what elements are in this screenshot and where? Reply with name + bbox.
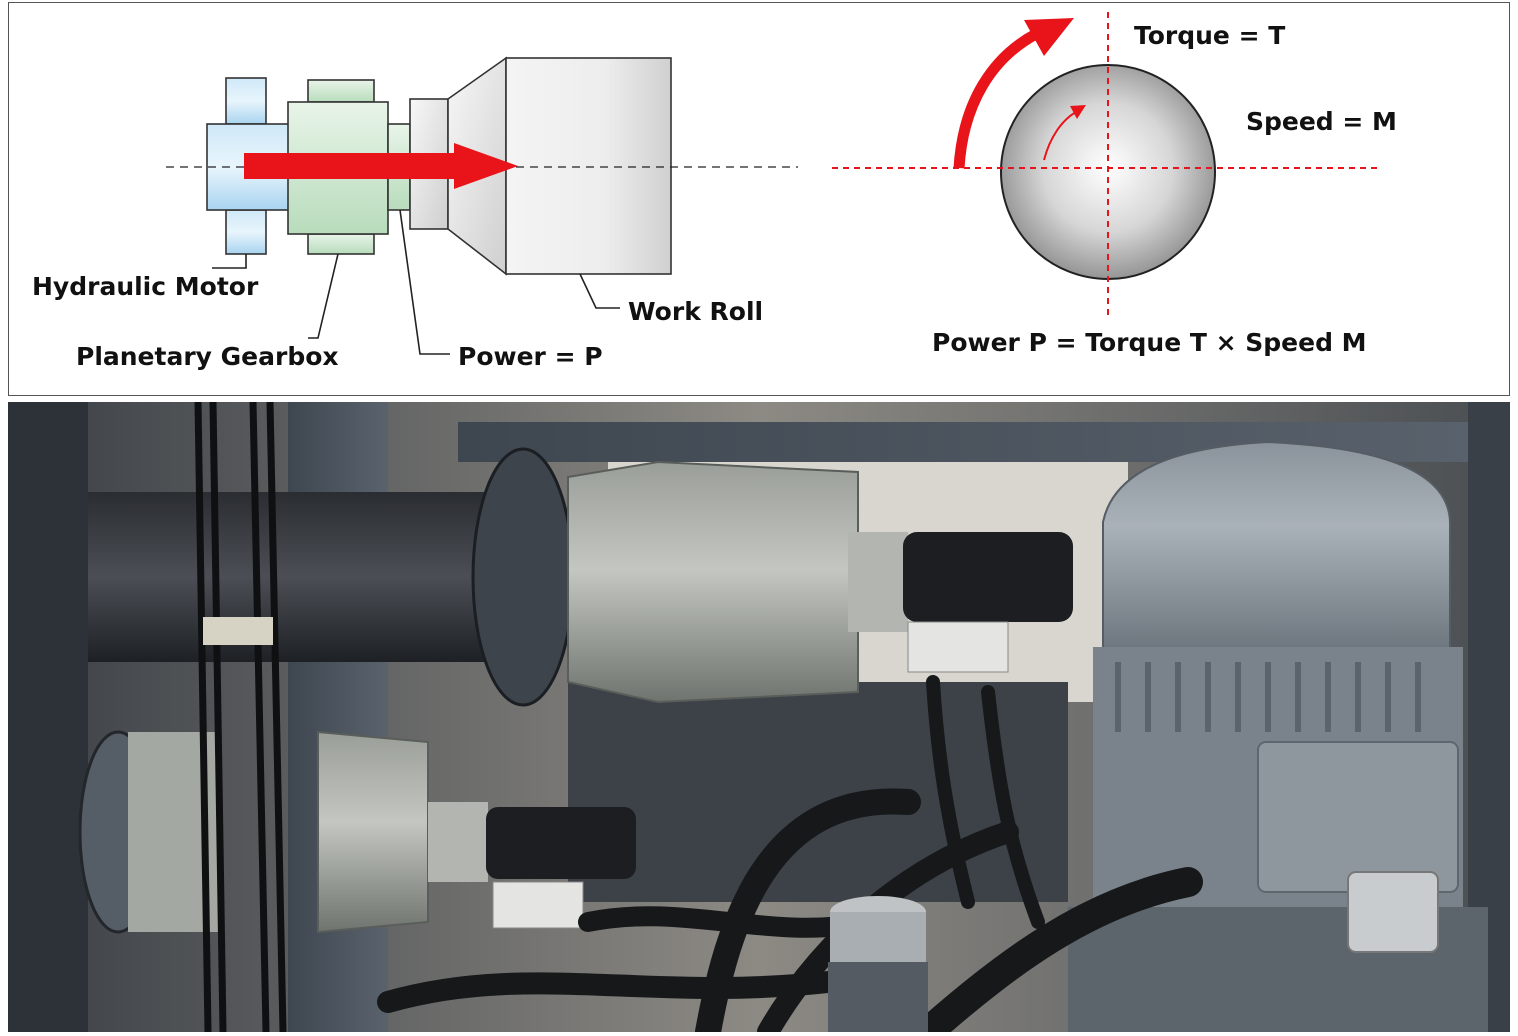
upper-large-flange xyxy=(471,447,575,707)
leader-hydraulic-motor xyxy=(212,254,247,269)
hydraulic-hoses xyxy=(377,675,1203,1032)
leader-power xyxy=(399,209,450,355)
label-planetary-gearbox: Planetary Gearbox xyxy=(76,342,339,371)
hydraulic-drive-photo xyxy=(8,402,1510,1032)
cable-bundle xyxy=(194,402,287,1032)
motor-top-lug xyxy=(225,77,267,125)
reservoir-cap-body xyxy=(830,912,926,967)
gearbox-top-lug xyxy=(307,79,375,103)
schematic-diagram: Hydraulic Motor Planetary Gearbox Power … xyxy=(8,2,1510,396)
label-hydraulic-motor: Hydraulic Motor xyxy=(32,272,259,301)
roll-cross-section xyxy=(832,12,1382,316)
gearbox-bottom-lug xyxy=(307,233,375,255)
speed-arrow xyxy=(1043,111,1077,161)
speed-arrowhead xyxy=(1070,105,1086,119)
drive-train-schematic xyxy=(206,56,672,276)
upper-gearbox xyxy=(567,460,859,704)
torque-arrowhead xyxy=(1024,18,1074,56)
label-speed: Speed = M xyxy=(1246,107,1397,136)
lower-valve-block xyxy=(492,881,584,929)
label-power: Power = P xyxy=(458,342,603,371)
hose-fitting xyxy=(1347,871,1439,953)
motor-terminal-box xyxy=(1257,741,1459,893)
motor-bottom-lug xyxy=(225,209,267,255)
leader-planetary-gearbox xyxy=(308,253,339,339)
upper-valve-block xyxy=(907,621,1009,673)
leader-work-roll xyxy=(579,273,620,309)
work-roll-body xyxy=(505,57,672,275)
lower-gearbox-neck xyxy=(428,802,488,882)
upper-gearbox-neck xyxy=(848,532,908,632)
lower-gearbox xyxy=(317,730,429,934)
label-power-formula: Power P = Torque T × Speed M xyxy=(932,328,1367,357)
left-column xyxy=(8,402,88,1032)
label-torque: Torque = T xyxy=(1134,21,1285,50)
reservoir-pipe xyxy=(828,962,928,1032)
cable-clamp xyxy=(203,617,273,645)
torque-arrow xyxy=(953,29,1039,169)
upper-drive-shaft xyxy=(88,492,488,662)
power-flow-arrow xyxy=(244,143,518,189)
motor-cooling-fins xyxy=(1115,662,1421,732)
label-work-roll: Work Roll xyxy=(628,297,763,326)
lower-hydraulic-motor xyxy=(486,807,636,879)
upper-hydraulic-motor xyxy=(903,532,1073,622)
electric-motor-fan-cover xyxy=(1102,440,1451,653)
